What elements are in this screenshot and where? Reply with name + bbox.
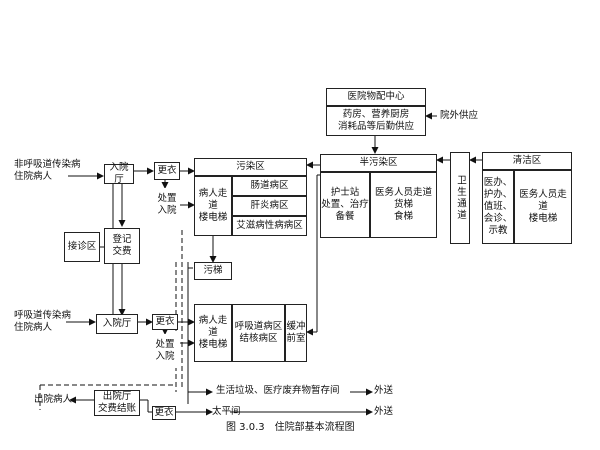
dirty-elevator-box: 污梯 — [194, 262, 232, 280]
sanitary-passage-box: 卫生通道 — [450, 152, 470, 244]
patient-corridor-elevator-bottom: 病人走道 楼电梯 — [194, 304, 232, 362]
external-supply-label: 院外供应 — [440, 110, 479, 121]
staff-corridor-semi-box: 医务人员走道 货梯 食梯 — [370, 172, 437, 238]
change-room-bottom: 更衣 — [152, 406, 176, 420]
change-room-mid: 更衣 — [152, 314, 178, 330]
discharge-hall-box: 出院厅 交费结账 — [94, 390, 140, 416]
treatment-admission-top: 处置 入院 — [154, 188, 180, 222]
supply-center-title: 医院物配中心 — [326, 88, 426, 106]
admission-hall-top-box: 入院厅 — [104, 162, 134, 185]
admission-hall-bottom-box: 入院厅 — [96, 314, 138, 334]
figure-caption: 图 3.0.3 住院部基本流程图 — [226, 422, 355, 433]
contaminated-zone-header: 污染区 — [194, 158, 307, 176]
reception-area-box: 接诊区 — [64, 232, 100, 262]
transport-out-label-2: 外送 — [374, 406, 394, 417]
non-respiratory-patient-label: 非呼吸道传染病 住院病人 — [14, 159, 81, 182]
treatment-admission-bottom: 处置 入院 — [152, 334, 178, 368]
transport-out-label-1: 外送 — [374, 385, 394, 396]
discharged-patient-label: 出院病人 — [34, 394, 73, 405]
nurse-station-box: 护士站 处置、治疗 备餐 — [320, 172, 370, 238]
staff-elevator-clean-box: 医务人员走道 楼电梯 — [514, 170, 572, 244]
change-room-top: 更衣 — [154, 162, 180, 180]
aids-ward-box: 艾滋病性病病区 — [232, 216, 307, 236]
morgue-label: 太平间 — [212, 406, 241, 417]
waste-storage-label: 生活垃圾、医疗废弃物暂存间 — [216, 385, 340, 396]
respiratory-patient-label: 呼吸道传染病 住院病人 — [14, 310, 72, 333]
registration-payment-box: 登记 交费 — [104, 228, 140, 264]
patient-corridor-elevator-top: 病人走道 楼电梯 — [194, 176, 232, 236]
semi-contaminated-zone-header: 半污染区 — [320, 154, 437, 172]
hepatitis-ward-box: 肝炎病区 — [232, 196, 307, 216]
respiratory-tb-ward-box: 呼吸道病区 结核病区 — [232, 304, 285, 362]
buffer-anteroom-box: 缓冲 前室 — [285, 304, 307, 362]
clean-zone-header: 清洁区 — [482, 152, 572, 170]
intestinal-ward-box: 肠道病区 — [232, 176, 307, 196]
supply-center-body: 药房、营养厨房 消耗品等后勤供应 — [326, 106, 426, 136]
doctor-office-box: 医办、 护办、 值班、 会诊、 示教 — [482, 170, 514, 244]
sanitary-passage-label: 卫生通道 — [454, 175, 466, 221]
